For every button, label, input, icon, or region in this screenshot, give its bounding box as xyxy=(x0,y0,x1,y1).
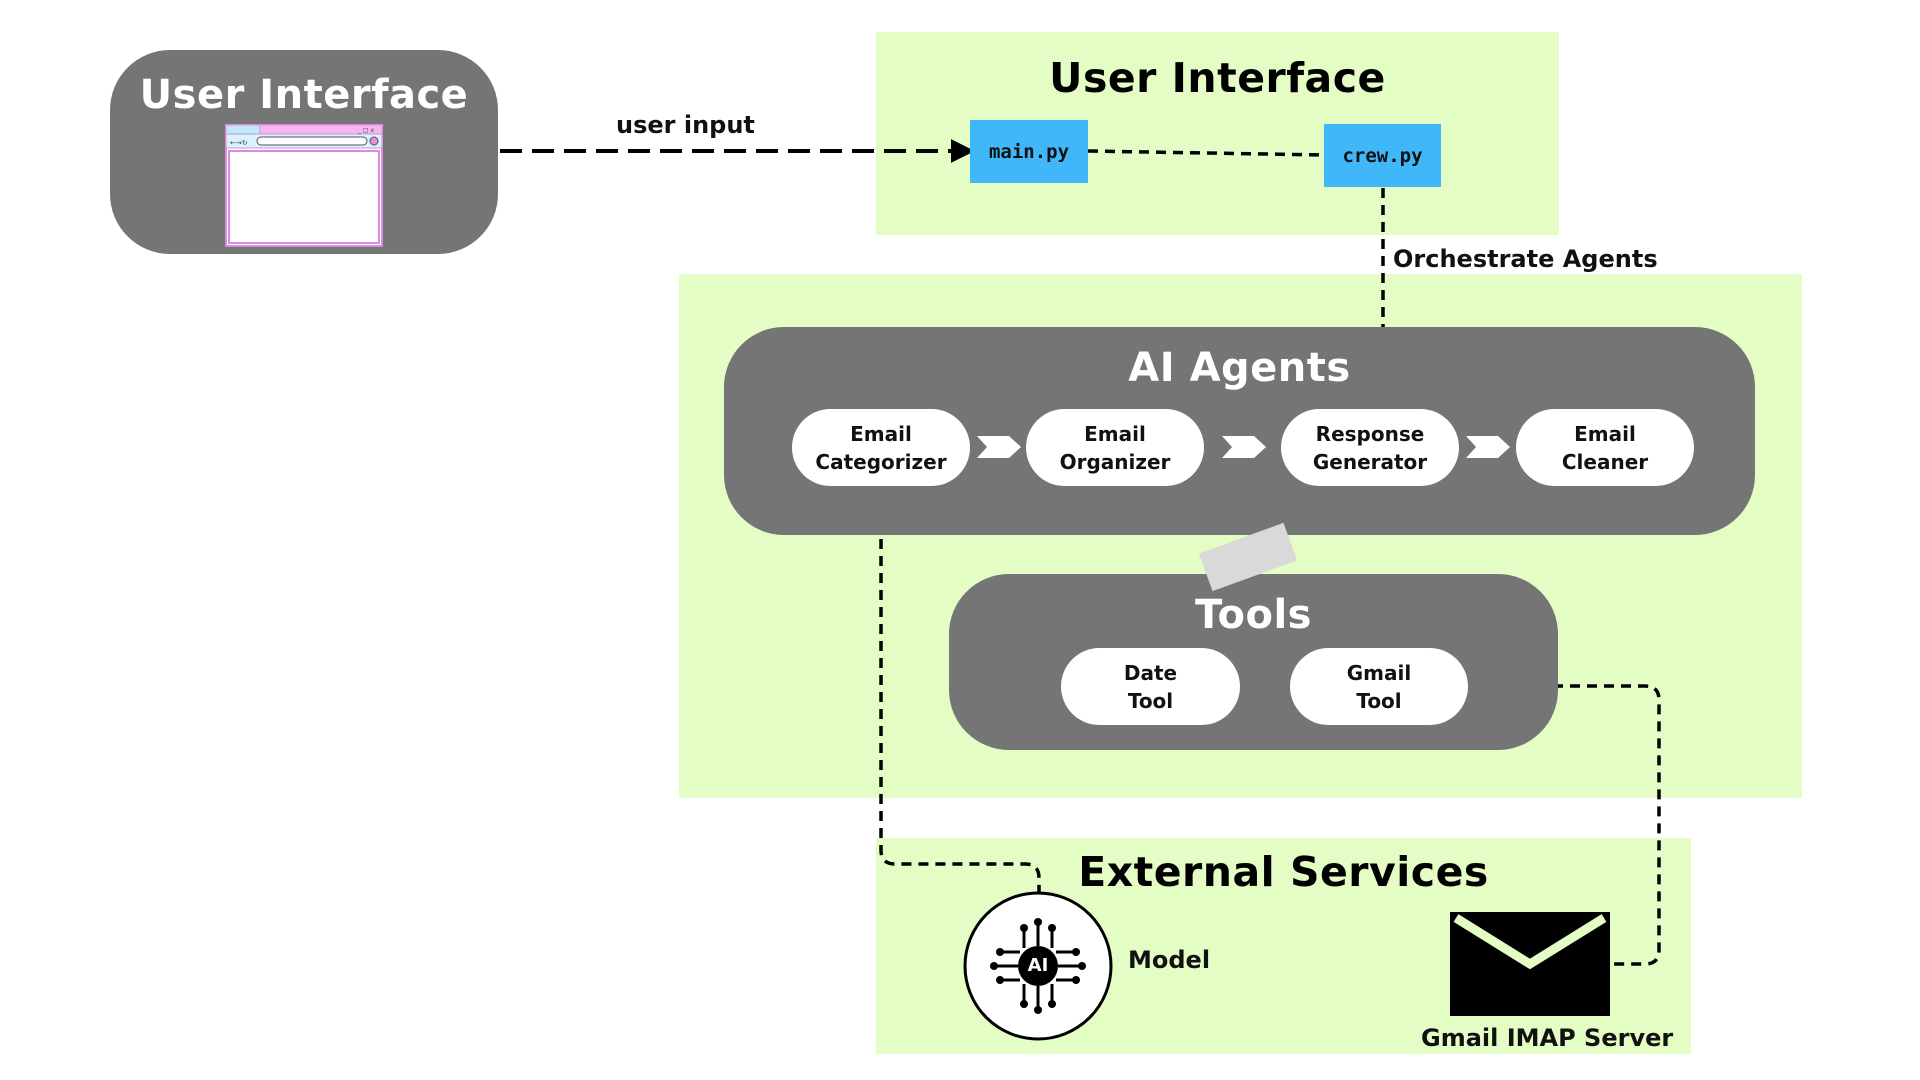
agent-email-categorizer[interactable]: Email Categorizer xyxy=(792,409,970,486)
orchestrate-agents-label: Orchestrate Agents xyxy=(1393,245,1658,273)
svg-text:_ □ x: _ □ x xyxy=(357,127,374,134)
tool-gmail-tool[interactable]: Gmail Tool xyxy=(1290,648,1468,725)
top-zone-title: User Interface xyxy=(1049,54,1386,102)
gmail-tool-to-server-line xyxy=(1468,684,1661,966)
gmail-imap-server-label: Gmail IMAP Server xyxy=(1421,1024,1674,1052)
user-input-label: user input xyxy=(616,111,755,139)
left-ui-title: User Interface xyxy=(139,72,469,118)
agent-response-generator[interactable]: Response Generator xyxy=(1281,409,1459,486)
agent-email-cleaner[interactable]: Email Cleaner xyxy=(1516,409,1694,486)
ai-chip-icon xyxy=(963,891,1113,1041)
tools-panel: Tools xyxy=(949,574,1558,750)
model-label: Model xyxy=(1128,946,1211,974)
main-to-crew-line xyxy=(1087,149,1325,157)
chevron-right-icon xyxy=(977,436,1021,458)
svg-text:←→↻: ←→↻ xyxy=(230,139,248,147)
browser-window-icon: ←→↻ _ □ x xyxy=(225,124,383,247)
external-services-title: External Services xyxy=(1078,848,1489,896)
envelope-icon xyxy=(1450,912,1610,1016)
agent-email-organizer[interactable]: Email Organizer xyxy=(1026,409,1204,486)
chevron-right-icon xyxy=(1466,436,1510,458)
left-user-interface-panel: User Interface xyxy=(110,50,498,254)
main-py-file[interactable]: main.py xyxy=(970,120,1088,183)
categorizer-to-model-line xyxy=(879,488,1041,892)
chevron-right-icon xyxy=(1222,436,1266,458)
model-badge: AI xyxy=(1027,955,1049,976)
tools-title: Tools xyxy=(1195,592,1312,638)
crew-py-file[interactable]: crew.py xyxy=(1324,124,1441,187)
ai-agents-title: AI Agents xyxy=(1128,345,1351,391)
tool-date-tool[interactable]: Date Tool xyxy=(1061,648,1240,725)
